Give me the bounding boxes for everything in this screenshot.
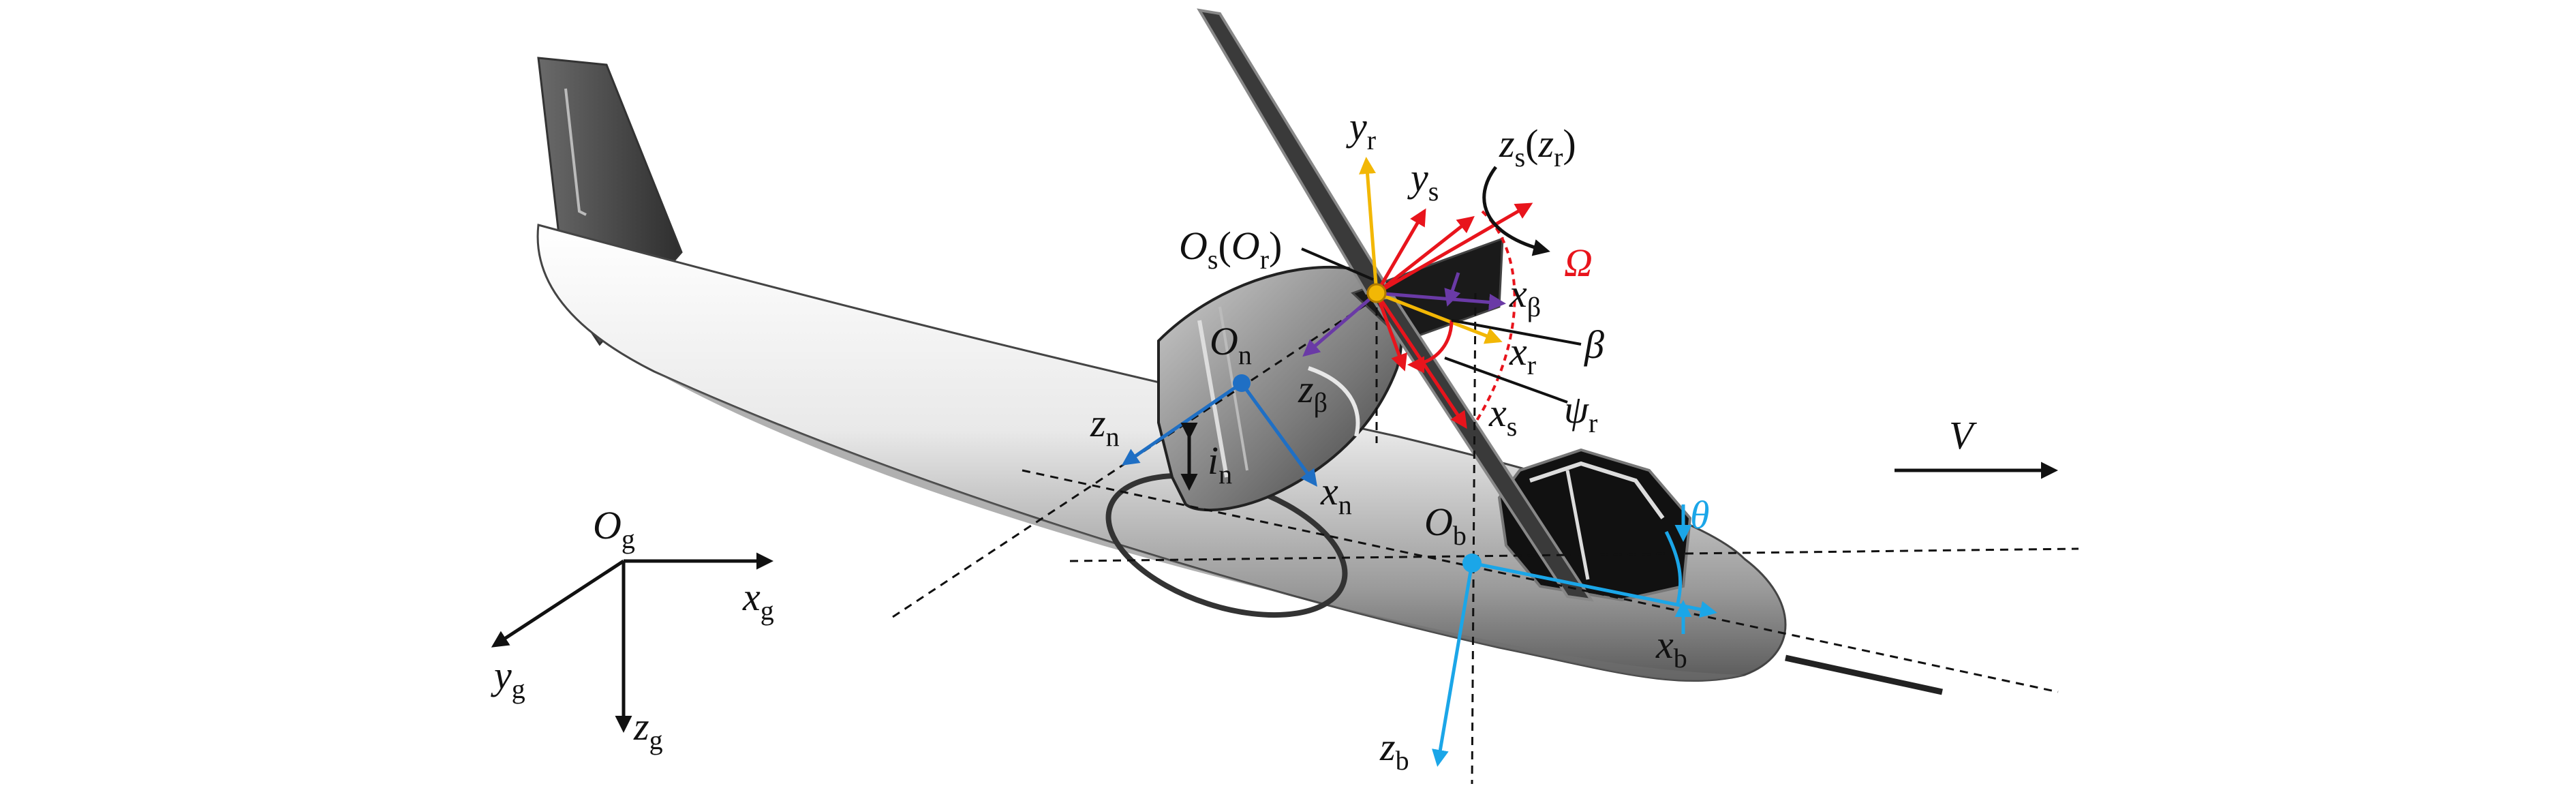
leader-lines [1301,247,1582,404]
label-psir: ψr [1564,387,1597,438]
label-xr: xr [1509,329,1536,380]
psi-arc [1407,320,1454,374]
label-xb: xb [1655,622,1687,674]
xr-axis-arrow [1376,291,1503,344]
fuselage [536,224,1787,682]
label-Og: Og [593,503,635,554]
nacelle-origin-dot [1233,374,1251,392]
label-xn: xn [1320,469,1352,520]
labels: Og xg yg zg On zn xn in Os(Or) yr ys zs(… [491,104,1978,776]
label-yg: yg [491,653,525,704]
label-Ob: Ob [1424,500,1467,551]
label-zbeta: zβ [1298,367,1328,418]
omega-rotation-arrow [1482,166,1550,256]
label-V: V [1949,413,1978,457]
label-zg: zg [633,704,663,755]
label-Os-Or: Os(Or) [1179,224,1282,275]
label-yr: yr [1346,104,1376,155]
ground-frame-axes [491,552,773,733]
nose-probe [1785,654,1943,695]
body-origin-dot [1462,554,1482,573]
label-zb: zb [1379,725,1409,776]
zbeta-axis-arrow [1302,292,1378,357]
label-zn: zn [1090,401,1120,452]
label-Omega: Ω [1564,241,1593,285]
label-ys: ys [1407,155,1439,207]
rotor-frame-axes [1302,157,1533,429]
label-xbeta: xβ [1509,271,1541,322]
xbeta-axis-arrow [1376,291,1506,311]
yr-axis-arrow [1359,157,1379,294]
xb-axis-arrow [1471,561,1717,618]
label-zs-zr: zs(zr) [1499,121,1576,172]
label-On: On [1210,319,1252,370]
label-in: in [1208,438,1232,489]
rotor-cone-arc [1474,210,1516,424]
label-beta: β [1584,322,1604,367]
xn-axis-arrow [1240,382,1317,487]
zs-axis-arrow [1375,202,1533,295]
theta-arc [1664,530,1683,604]
label-xg: xg [742,575,774,626]
body-frame-axes [1432,504,1717,767]
ys-axis-arrow [1375,208,1426,294]
yg-axis-arrow [491,559,625,648]
zb-axis-arrow [1432,562,1474,767]
rotor-hub-dot [1366,283,1387,303]
label-theta: θ [1690,493,1710,537]
label-xs: xs [1488,391,1517,442]
